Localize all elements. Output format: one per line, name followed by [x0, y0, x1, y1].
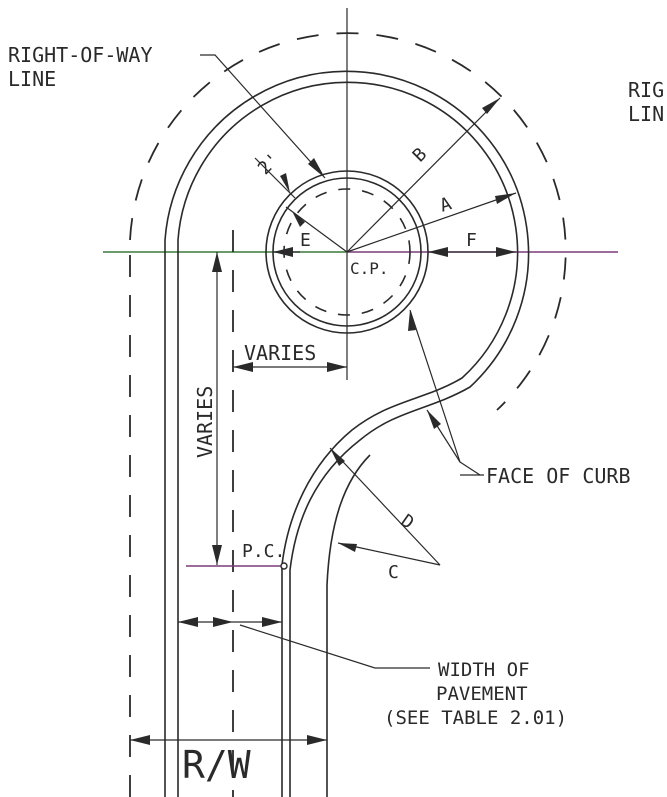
radius-d-line — [329, 447, 441, 566]
row-right-label-1: RIG — [628, 78, 664, 102]
cp-label: C.P. — [350, 259, 389, 278]
radius-e-label: E — [300, 230, 311, 251]
pavement-edge-outer — [164, 70, 530, 797]
two-ft-leader — [254, 157, 296, 199]
radius-a-label: A — [437, 193, 454, 216]
pc-point — [280, 562, 288, 570]
radius-b-arrow — [482, 98, 500, 114]
varies-horizontal-arrow-left — [233, 362, 253, 372]
two-ft-label: 2' — [254, 149, 284, 179]
foc-leader-1 — [409, 309, 481, 476]
varies-horizontal-label: VARIES — [244, 341, 316, 365]
two-ft-arrow — [280, 173, 290, 193]
radius-e-arrow — [292, 211, 305, 227]
row-line-label-2: LINE — [8, 67, 56, 91]
radius-d-label: D — [397, 510, 418, 533]
radius-a-line — [346, 192, 517, 253]
varies-vertical-arrow-bottom — [212, 545, 222, 565]
radius-a-arrow — [495, 193, 516, 204]
radius-c-label: C — [388, 562, 399, 583]
radius-f-arrow-right — [496, 247, 516, 257]
row-leader — [200, 54, 326, 179]
radius-b-label: B — [409, 144, 432, 167]
row-right-label-2: LIN — [628, 102, 664, 126]
face-of-curb-inner — [326, 454, 371, 797]
varies-vertical-arrow-top — [212, 252, 222, 272]
row-line-label-1: RIGHT-OF-WAY — [8, 43, 153, 67]
varies-vertical-label: VARIES — [193, 386, 217, 458]
radius-f-label: F — [466, 230, 477, 251]
foc-arrow-2 — [427, 410, 441, 429]
row-bulb-dashed — [129, 32, 567, 411]
radius-f-arrow-left — [428, 247, 448, 257]
face-of-curb-label: FACE OF CURB — [486, 464, 631, 488]
wop-arrow-left — [178, 617, 198, 627]
wop-label-1: WIDTH OF — [438, 659, 530, 681]
rw-arrow-left — [130, 735, 150, 745]
pavement-edge-outer-2 — [177, 81, 519, 797]
radius-d-arrow — [330, 448, 345, 466]
wop-arrow-right2 — [262, 617, 282, 627]
foc-arrow-1 — [408, 310, 416, 331]
wop-label-2: PAVEMENT — [436, 683, 528, 705]
wop-leader — [239, 624, 430, 669]
rw-arrow-right — [307, 735, 327, 745]
radius-c-arrow — [338, 543, 357, 552]
radius-e-line — [285, 206, 348, 253]
rw-label: R/W — [182, 743, 251, 787]
wop-label-3: (SEE TABLE 2.01) — [384, 707, 567, 729]
wop-arrow-right — [213, 617, 233, 627]
radius-b-line — [346, 97, 501, 253]
varies-horizontal-arrow-right — [327, 362, 347, 372]
row-leader-arrow — [308, 158, 325, 178]
pc-label: P.C. — [242, 541, 285, 562]
